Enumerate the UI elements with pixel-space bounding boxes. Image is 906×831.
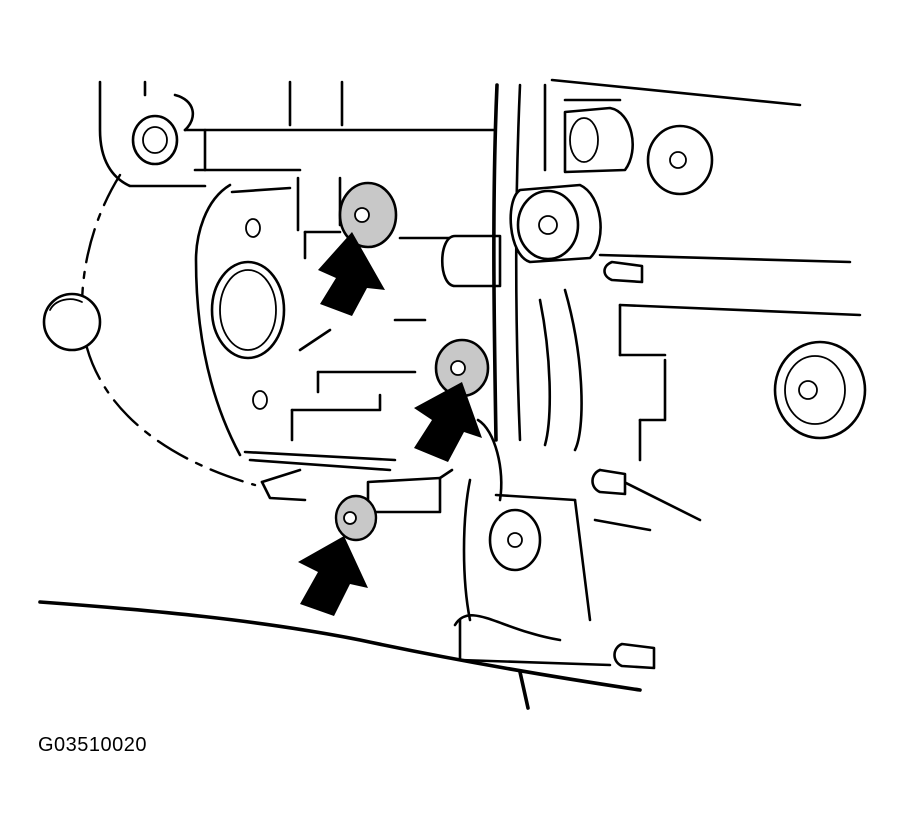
right-structure: [538, 253, 867, 670]
arrow-up-right-icon: [414, 382, 482, 462]
top-right-bosses: [509, 106, 714, 264]
center-wall: [476, 78, 802, 502]
bolt-upper: [338, 181, 398, 249]
mechanical-illustration: [38, 78, 867, 710]
center-plate: [194, 183, 457, 502]
arrow-up-right-icon: [298, 536, 368, 616]
stud: [591, 468, 627, 496]
stud: [603, 260, 644, 284]
center-lug: [440, 234, 502, 288]
small-block: [366, 468, 454, 514]
lower-bracket: [453, 478, 612, 667]
stud: [613, 642, 656, 670]
top-left-bracket: [98, 80, 497, 232]
figure-code: G03510020: [38, 734, 148, 756]
left-boss: [42, 292, 102, 352]
arrow-up-right-icon: [318, 232, 385, 316]
bolt-lower: [334, 494, 378, 542]
bottom-edge: [38, 600, 642, 710]
bolt-middle: [434, 338, 490, 398]
